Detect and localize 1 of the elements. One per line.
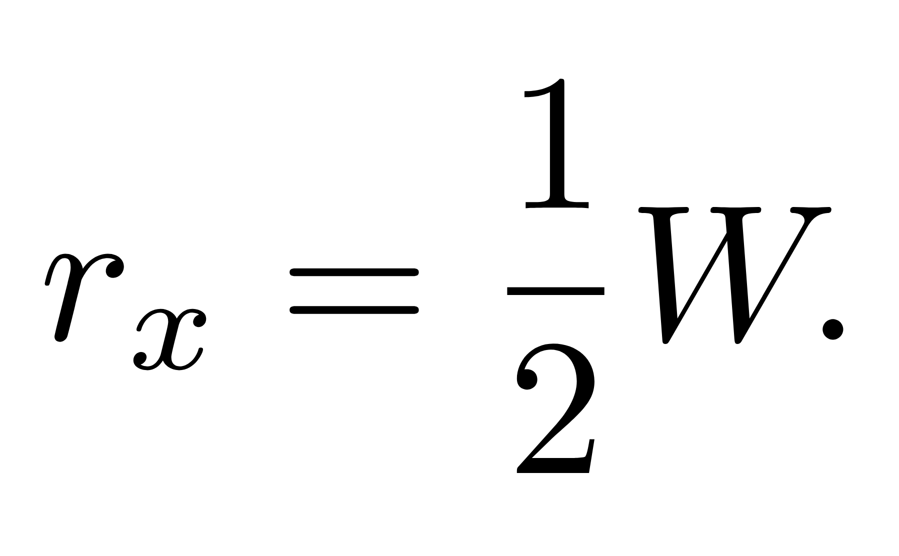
formula: $r_x=\frac{1}{2}W.$ [44,78,844,474]
